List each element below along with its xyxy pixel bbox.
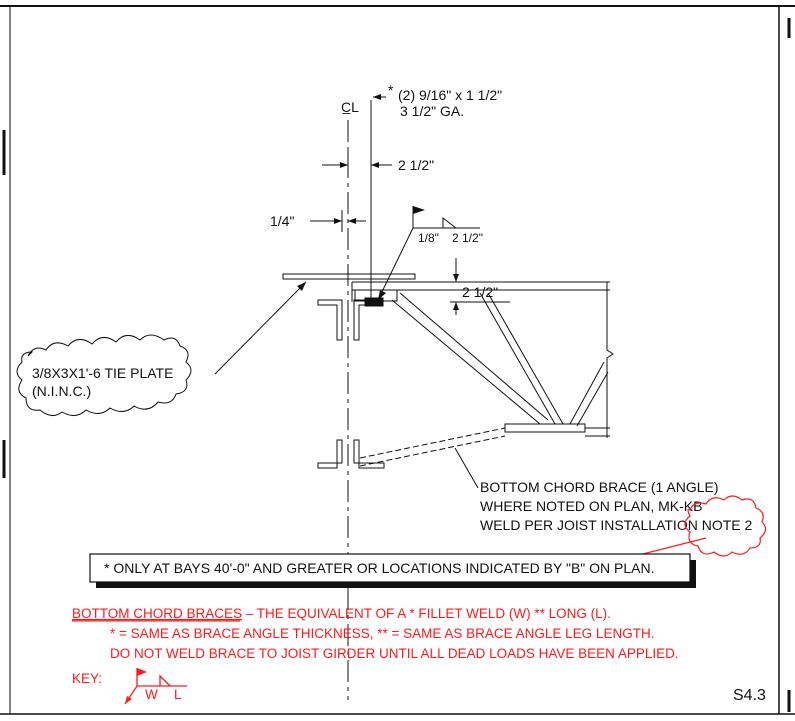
note-box-text: * ONLY AT BAYS 40'-0" AND GREATER OR LOC… <box>104 560 655 576</box>
red-note-title: BOTTOM CHORD BRACES <box>72 606 242 621</box>
weld-size-left: 1/8" <box>418 231 439 245</box>
key-weld-w: W <box>145 687 158 702</box>
top-dimension-arrows <box>322 148 392 175</box>
centerline-symbol: C̲L <box>341 99 359 115</box>
tie-plate-subnote: (N.I.N.C.) <box>32 383 91 399</box>
chord-dimension <box>450 258 510 315</box>
top-chord <box>282 273 614 438</box>
key-weld-symbol <box>124 668 187 705</box>
tie-plate-label: 3/8X3X1'-6 TIE PLATE <box>32 365 173 381</box>
sheet-border <box>0 5 795 715</box>
note-box-frame <box>89 553 696 588</box>
upper-angle-section <box>317 299 379 341</box>
dimension-2-1-2-vertical: 2 1/2" <box>462 284 498 300</box>
brace-callout-line1: BOTTOM CHORD BRACE (1 ANGLE) <box>480 479 719 495</box>
bolt-dimension-leader <box>373 94 386 100</box>
brace-callout-line2: WHERE NOTED ON PLAN, MK-KB <box>480 498 702 514</box>
brace-callout-line3: WELD PER JOIST INSTALLATION NOTE 2 <box>480 517 752 533</box>
dimension-1-4: 1/4" <box>270 213 294 229</box>
sheet-number: S4.3 <box>733 687 766 704</box>
column-centerline <box>347 100 372 700</box>
red-note-line3: DO NOT WELD BRACE TO JOIST GIRDER UNTIL … <box>110 646 679 661</box>
bolt-note-line1: (2) 9/16" x 1 1/2" <box>398 87 502 103</box>
dimension-2-1-2-top: 2 1/2" <box>398 157 434 173</box>
weld-length-right: 2 1/2" <box>452 231 483 245</box>
bolt-note-line2: 3 1/2" GA. <box>400 103 464 119</box>
key-label: KEY: <box>72 671 102 686</box>
tie-plate-leader <box>214 281 307 375</box>
bolt-asterisk: * <box>388 82 394 98</box>
key-weld-l: L <box>174 687 182 702</box>
quarter-dimension-arrows <box>310 210 366 232</box>
red-note-line1-rest: – THE EQUIVALENT OF A * FILLET WELD (W) … <box>242 606 611 621</box>
red-note-line1: BOTTOM CHORD BRACES – THE EQUIVALENT OF … <box>72 606 611 621</box>
bottom-chord-brace <box>317 427 506 489</box>
red-note-line2: * = SAME AS BRACE ANGLE THICKNESS, ** = … <box>110 626 654 641</box>
tie-plate-cloud <box>16 334 192 416</box>
joist-web-members <box>391 292 610 437</box>
